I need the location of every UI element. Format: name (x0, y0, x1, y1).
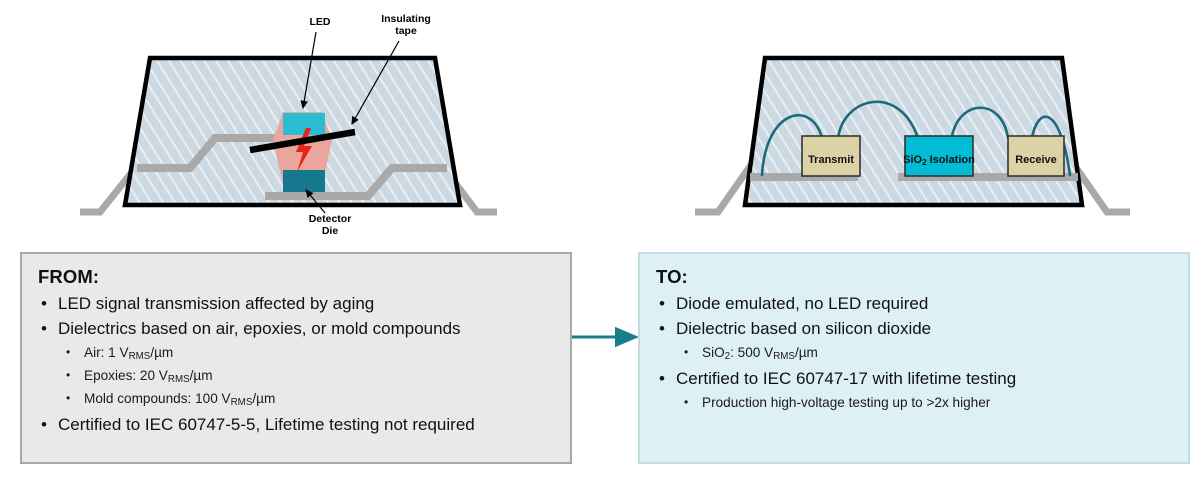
from-bullet-text: Dielectrics based on air, epoxies, or mo… (58, 319, 461, 339)
to-subbullet-item: • Production high-voltage testing up to >… (676, 392, 1174, 414)
bullet-marker: • (41, 415, 47, 435)
to-subbullet-list: • Production high-voltage testing up to >… (676, 392, 1174, 414)
bond-wires (760, 100, 1072, 177)
signal-bolt-icon (296, 128, 312, 172)
callout-tape-label-line1: Insulating (381, 13, 431, 25)
bullet-marker: • (684, 395, 689, 410)
from-panel-title: FROM: (38, 266, 100, 287)
to-bullet-list: • Diode emulated, no LED required • Diel… (654, 292, 1174, 414)
from-bullet-item: • Certified to IEC 60747-5-5, Lifetime t… (36, 413, 556, 437)
to-subbullet-list: • SiO2: 500 VRMS/µm (676, 342, 1174, 365)
led-die (283, 113, 325, 135)
from-subbullet-item: • Epoxies: 20 VRMS/µm (58, 365, 556, 388)
to-subbullet-item: • SiO2: 500 VRMS/µm (676, 342, 1174, 365)
detector-die (283, 170, 325, 192)
sub-post: /µm (252, 391, 276, 407)
to-bullet-text: Certified to IEC 60747-17 with lifetime … (676, 369, 1017, 389)
optocoupler-diagram: LED Insulating tape Detector Die (80, 13, 497, 237)
die-sio2-isolation: SiO2 Isolation (903, 135, 975, 177)
die-sio2-label: SiO2 Isolation (903, 154, 975, 167)
bullet-marker: • (659, 319, 665, 339)
from-bullet-list: • LED signal transmission affected by ag… (36, 292, 556, 437)
bullet-marker: • (66, 368, 71, 383)
die-transmit-label: Transmit (808, 154, 854, 166)
bullet-marker: • (66, 345, 71, 360)
package-body (742, 55, 1085, 208)
callout-tape-leader (351, 40, 400, 126)
to-bullet-text: Diode emulated, no LED required (676, 294, 929, 313)
callout-detector-label-line2: Die (322, 225, 339, 237)
to-bullet-item: • Certified to IEC 60747-17 with lifetim… (654, 367, 1174, 414)
callout-tape-label-line2: tape (395, 25, 417, 37)
die-sio2-label-pre: SiO (903, 154, 922, 166)
bullet-marker: • (659, 369, 665, 389)
die-sio2-label-sub: 2 (922, 158, 927, 167)
callout-detector-leader (305, 189, 326, 214)
from-bullet-text: LED signal transmission affected by agin… (58, 294, 375, 313)
die-receive: Receive (1007, 135, 1065, 177)
die-transmit: Transmit (801, 135, 861, 177)
sub-post: /µm (794, 345, 818, 361)
sub-pre: Mold compounds: 100 V (84, 391, 231, 407)
sub-script-2: 2 (724, 351, 731, 363)
sub-script: RMS (167, 374, 190, 386)
callout-detector-label-line1: Detector (309, 213, 352, 225)
transition-arrow-icon (572, 326, 639, 348)
insulating-tape-layer (249, 128, 356, 154)
from-bullet-text: Certified to IEC 60747-5-5, Lifetime tes… (58, 415, 475, 435)
from-bullet-item: • LED signal transmission affected by ag… (36, 292, 556, 316)
sub-post: /µm (150, 345, 174, 361)
sub-plain: Production high-voltage testing up to >2… (702, 395, 991, 411)
sub-post: /µm (189, 368, 213, 384)
callout-led-leader (300, 31, 317, 110)
sub-pre: Air: 1 V (84, 345, 129, 361)
bullet-marker: • (66, 391, 71, 406)
to-bullet-item: • Dielectric based on silicon dioxide • S… (654, 317, 1174, 365)
bullet-marker: • (684, 345, 689, 360)
sub-pre: SiO (702, 345, 725, 361)
sub-script: RMS (230, 397, 253, 409)
to-panel-title: TO: (656, 266, 688, 287)
to-bullet-item: • Diode emulated, no LED required (654, 292, 1174, 316)
sub-script: RMS (128, 351, 151, 363)
from-subbullet-item: • Air: 1 VRMS/µm (58, 342, 556, 365)
from-bullet-item: • Dielectrics based on air, epoxies, or … (36, 317, 556, 411)
sub-script: RMS (773, 351, 795, 363)
lead-frame-internal (137, 134, 447, 200)
die-receive-label: Receive (1015, 154, 1057, 166)
die-sio2-label-post: Isolation (927, 154, 976, 166)
to-panel: TO: • Diode emulated, no LED required • … (638, 252, 1190, 464)
from-subbullet-list: •Air: 1 VRMS/µm •Epoxies: 20 VRMS/µm •Mo… (58, 342, 556, 411)
from-panel: FROM: • LED signal transmission affected… (20, 252, 572, 464)
sub-pre: Epoxies: 20 V (84, 368, 168, 384)
to-bullet-text: Dielectric based on silicon dioxide (676, 319, 932, 339)
callout-led-label: LED (310, 16, 331, 28)
bullet-marker: • (659, 294, 665, 313)
sub-mid: : 500 V (730, 345, 774, 361)
from-subbullet-item: • Mold compounds: 100 VRMS/µm (58, 388, 556, 411)
digital-isolator-diagram: Transmit SiO2 Isolation Receive (695, 55, 1130, 216)
bullet-marker: • (41, 319, 47, 339)
bullet-marker: • (41, 294, 47, 313)
